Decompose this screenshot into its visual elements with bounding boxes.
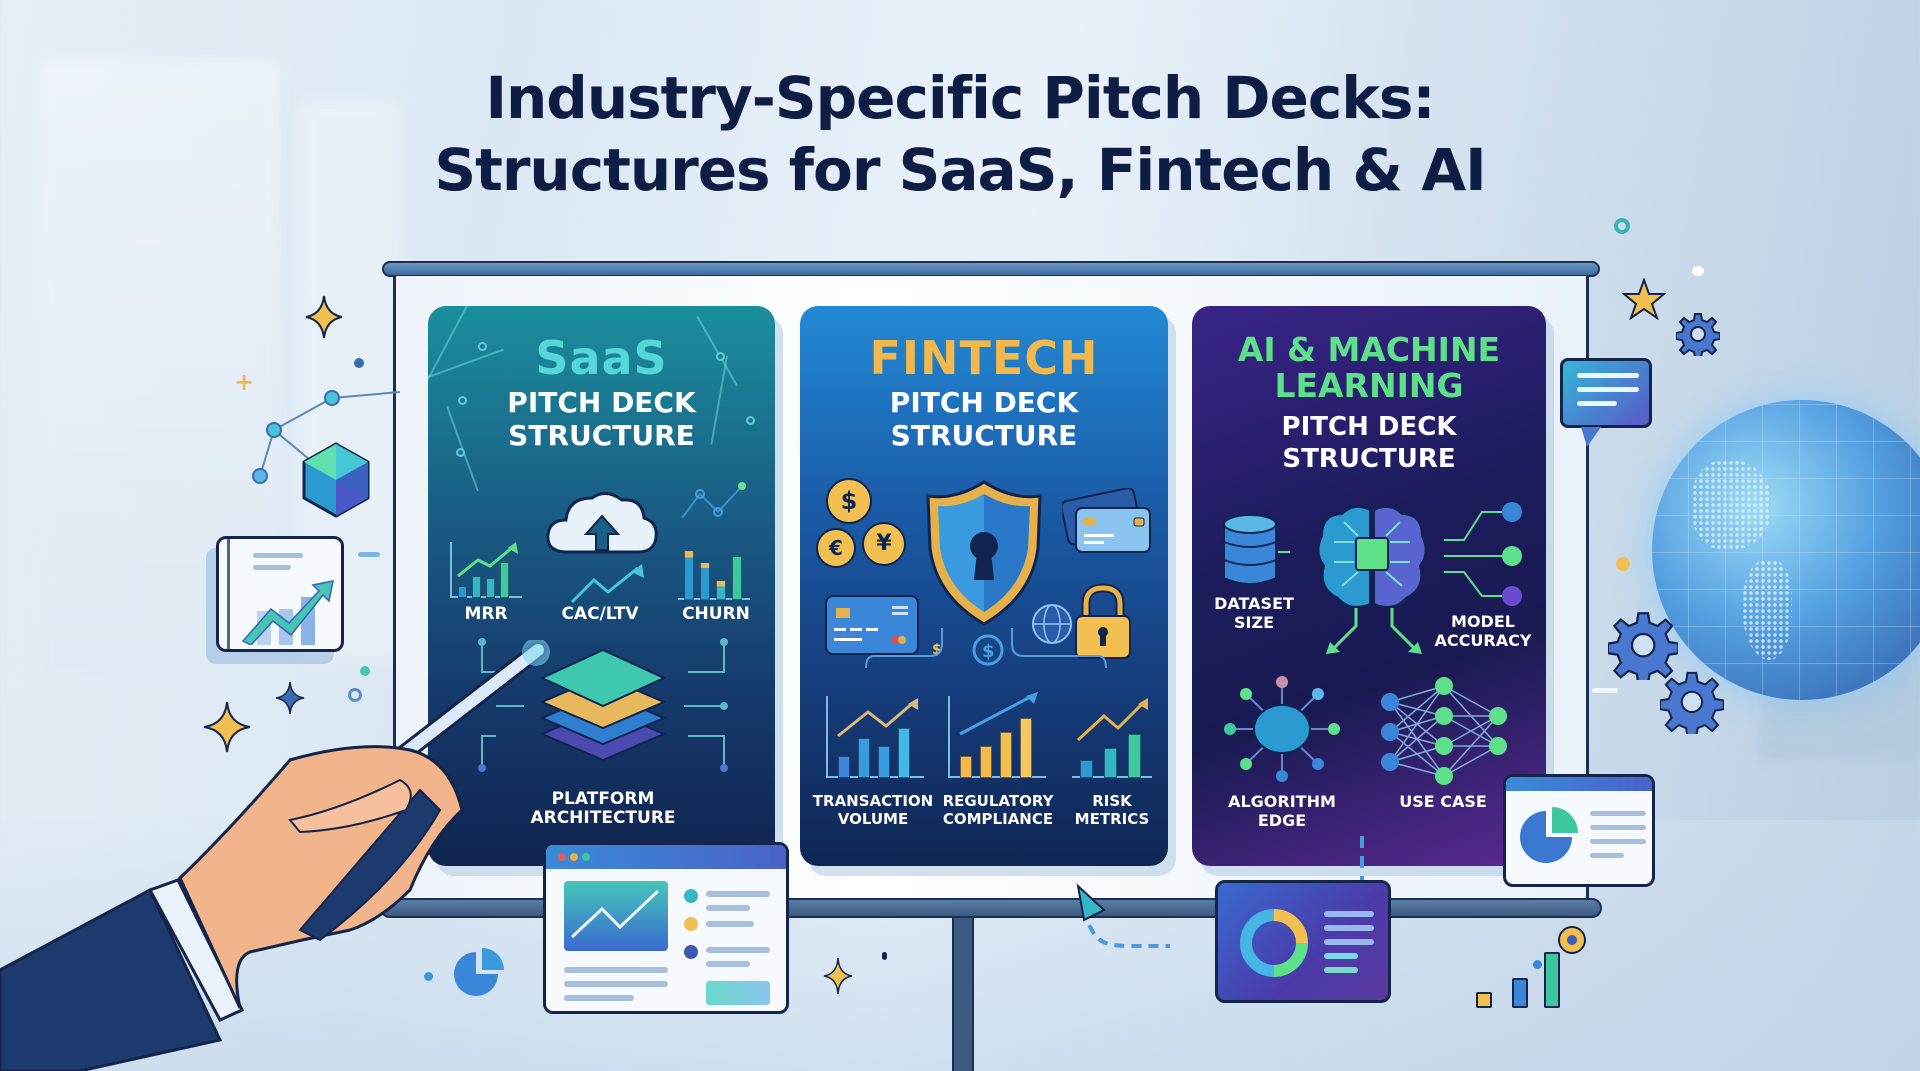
label-platform: PLATFORM — [551, 789, 655, 809]
network-hexagon-icon — [252, 390, 400, 518]
fintech-subheading-2: STRUCTURE — [890, 419, 1078, 452]
globe-icon — [1032, 604, 1072, 644]
metric-cac-ltv: CAC/LTV — [561, 604, 639, 624]
gear-icon — [1660, 671, 1724, 734]
fintech-panel: FINTECH PITCH DECK STRUCTURE $ € ¥ $ — [800, 306, 1168, 866]
label-architecture: ARCHITECTURE — [530, 808, 676, 828]
globe-icon — [1652, 400, 1920, 700]
ai-heading-1: AI & MACHINE — [1237, 330, 1501, 369]
mini-bar-icon — [1544, 952, 1560, 1008]
sparkle-blue-icon — [275, 681, 305, 715]
ring-icon — [1614, 218, 1630, 234]
metric-mrr: MRR — [464, 604, 508, 624]
saas-panel: SaaS PITCH DECK STRUCTURE MRR CAC/LTV CH… — [428, 306, 775, 866]
brain-chip-icon — [1317, 505, 1427, 608]
line-chart-thumbnail — [564, 881, 668, 951]
pie-chart-window-card — [1503, 774, 1655, 887]
dollar-symbol: $ — [932, 642, 942, 658]
growth-chart-card — [216, 536, 344, 652]
donut-chart-icon — [1240, 909, 1308, 977]
risk-metrics-chart-icon — [1072, 696, 1152, 778]
dot-icon — [1692, 266, 1704, 276]
page-title: Industry-Specific Pitch Decks: Structure… — [0, 62, 1920, 206]
mrr-bar-chart-icon — [450, 542, 522, 598]
ring-icon — [348, 688, 362, 702]
chat-bubble-icon — [1560, 358, 1652, 447]
dot-icon — [360, 666, 370, 676]
title-line-2: Structures for SaaS, Fintech & AI — [434, 136, 1486, 204]
dot-icon — [1533, 960, 1542, 969]
target-icon — [1558, 926, 1586, 954]
cloud-upload-icon — [546, 492, 658, 554]
saas-subheading-2: STRUCTURE — [508, 419, 695, 452]
flow-arrows — [1326, 608, 1422, 654]
output-nodes-icon — [1444, 502, 1522, 606]
credit-card-2-icon — [825, 595, 919, 655]
presenter-hand-pointer — [0, 640, 550, 1071]
svg-text:$: $ — [982, 641, 995, 662]
transaction-volume-chart-icon — [826, 696, 924, 778]
ai-subheading-1: PITCH DECK — [1281, 412, 1457, 442]
dash-icon — [1592, 688, 1618, 693]
dot-icon — [1616, 557, 1630, 571]
star-icon — [1622, 278, 1666, 320]
saas-heading: SaaS — [535, 331, 668, 385]
coin-yen-icon: ¥ — [862, 522, 906, 566]
ai-subheading-2: STRUCTURE — [1282, 444, 1456, 474]
stacked-layers-icon — [539, 648, 667, 762]
mini-bar-icon — [1476, 992, 1492, 1008]
plus-icon: + — [234, 368, 255, 396]
title-line-1: Industry-Specific Pitch Decks: — [485, 64, 1435, 132]
padlock-icon — [1075, 583, 1131, 659]
metric-use-case: USE CASE — [1399, 792, 1487, 811]
sparkle-gold-icon — [823, 957, 853, 995]
mini-bar-icon — [1512, 978, 1528, 1008]
sparkle-icon — [305, 295, 343, 339]
connector-lines — [865, 628, 1107, 669]
coin-dollar-icon: $ — [826, 478, 872, 524]
neural-network-icon — [1381, 677, 1507, 785]
credit-card-icon — [1062, 488, 1151, 553]
dashboard-window-card — [543, 842, 789, 1014]
pie-chart-icon — [1520, 807, 1578, 863]
trend-arrow-icon — [570, 564, 644, 604]
fintech-subheading-1: PITCH DECK — [889, 386, 1079, 419]
dollar-circle-connector-icon: $ — [972, 634, 1004, 666]
cursor-dashed-path — [1076, 883, 1170, 948]
dot-icon — [882, 952, 887, 960]
database-icon — [1223, 514, 1290, 585]
coin-euro-icon: € — [816, 528, 856, 568]
gear-icon — [1676, 313, 1720, 356]
window-title-bar — [546, 845, 786, 869]
dot-icon — [354, 358, 364, 368]
growth-arrow-icon — [241, 580, 334, 645]
saas-subheading-1: PITCH DECK — [507, 386, 696, 419]
board-stand — [952, 916, 974, 1071]
churn-bar-chart-icon — [678, 544, 750, 600]
ai-panel: AI & MACHINE LEARNING PITCH DECK STRUCTU… — [1192, 306, 1546, 866]
regulatory-compliance-chart-icon — [948, 692, 1046, 778]
fintech-heading: FINTECH — [869, 331, 1099, 385]
pie-chart-icon — [454, 948, 504, 996]
sparkle-gold-icon — [203, 701, 251, 753]
brain-nodes-icon — [1224, 676, 1340, 782]
donut-chart-card — [1215, 880, 1391, 1003]
ai-heading-2: LEARNING — [1274, 366, 1464, 405]
gear-icon — [1608, 612, 1678, 680]
line-chart-icon — [681, 482, 746, 519]
dot-icon — [424, 972, 433, 981]
connector-lines — [478, 638, 728, 772]
dash-icon — [358, 552, 380, 557]
shield-keyhole-icon — [926, 480, 1042, 626]
board-top-rail — [382, 261, 1600, 277]
metric-churn: CHURN — [682, 604, 750, 624]
